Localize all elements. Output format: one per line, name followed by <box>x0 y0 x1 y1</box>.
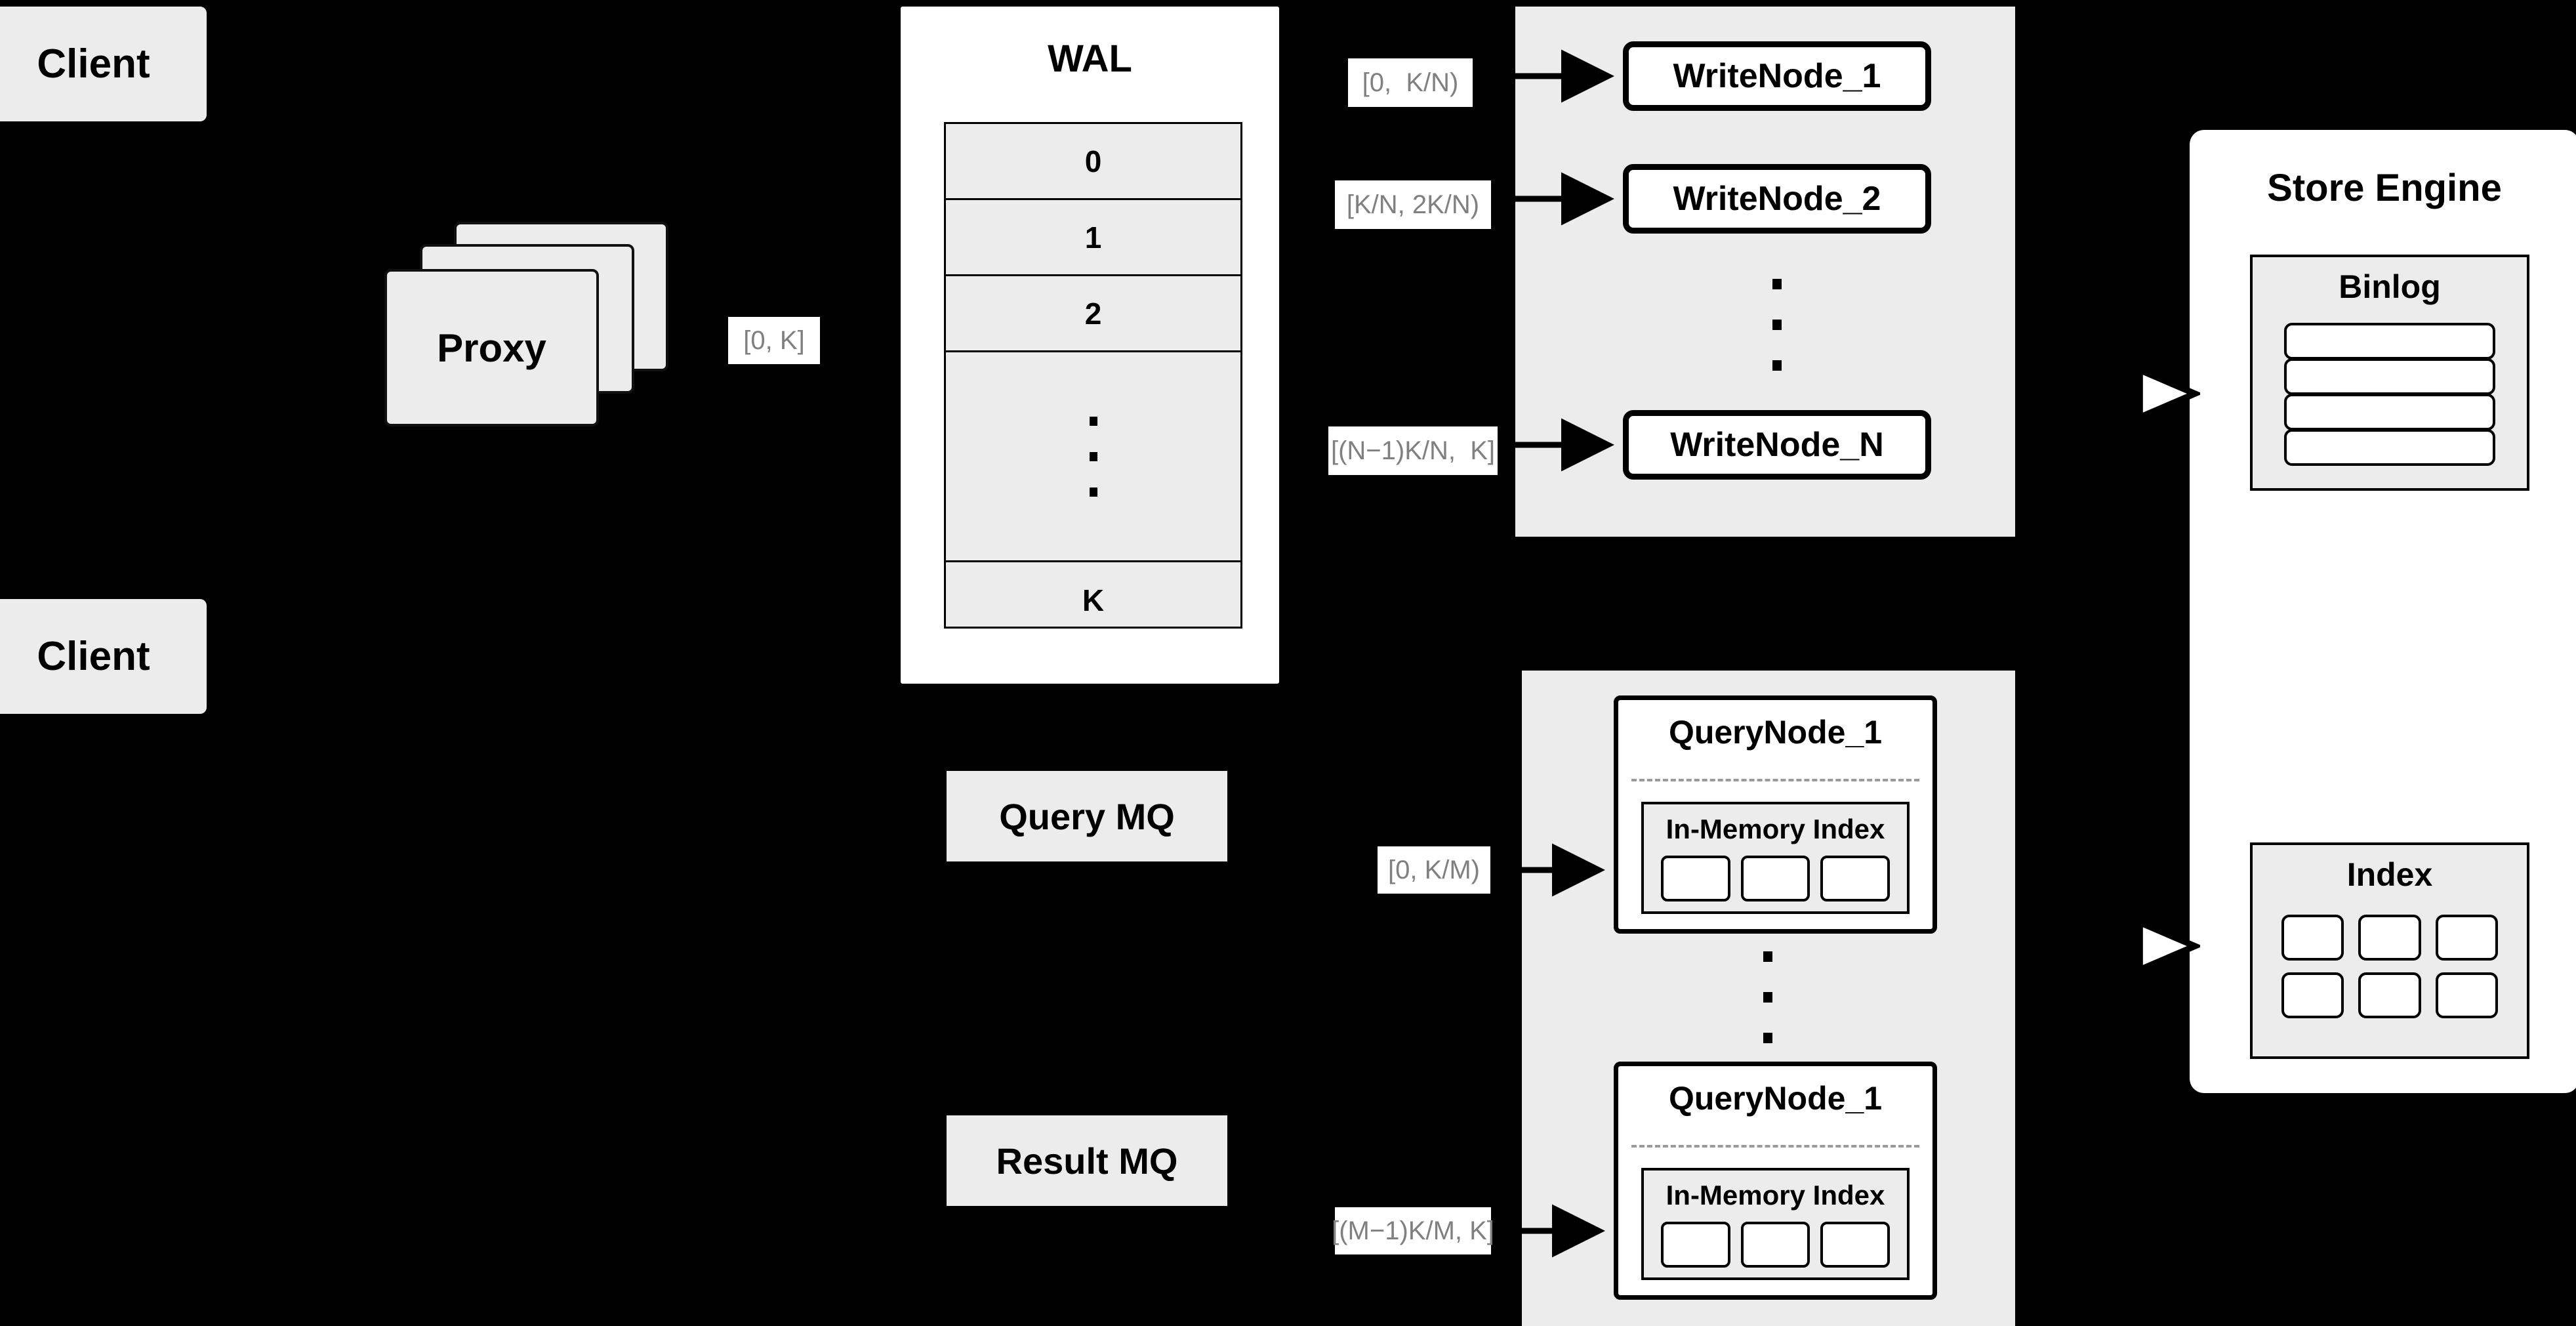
store-engine-panel: Store Engine Binlog Index <box>2190 130 2576 1093</box>
client-label-1: Client <box>37 41 150 87</box>
binlog-row <box>2284 394 2495 430</box>
write-node-n-range-label: [(N−1)K/N, K] <box>1328 426 1498 475</box>
write-node-n[interactable]: WriteNode_N <box>1623 410 1931 480</box>
proxy-box[interactable]: Proxy <box>384 269 599 426</box>
binlog-row <box>2284 358 2495 395</box>
client-box-2[interactable]: Client <box>0 599 207 714</box>
index-cell <box>2281 915 2344 961</box>
index-cell <box>2435 915 2498 961</box>
index-title: Index <box>2346 856 2433 893</box>
wal-row-0: 0 <box>946 124 1240 200</box>
wal-row-k: K <box>1082 583 1105 617</box>
binlog-rows <box>2284 323 2495 466</box>
index-cell <box>1661 856 1730 901</box>
index-panel: Index <box>2250 842 2529 1059</box>
query-node-2-label: QueryNode_1 <box>1668 1080 1883 1117</box>
query-node-2-divider <box>1631 1145 1919 1148</box>
index-grid <box>2281 915 2498 1018</box>
binlog-panel: Binlog <box>2250 255 2529 491</box>
proxy-range-label: [0, K] <box>728 317 820 364</box>
index-cell <box>1661 1222 1730 1268</box>
wal-panel: WAL 0 1 2 K <box>897 3 1282 687</box>
index-cell <box>1820 856 1890 901</box>
wal-title: WAL <box>1048 37 1132 80</box>
query-node-2-inmemory-index: In-Memory Index <box>1641 1168 1910 1280</box>
write-node-1-range-label: [0, K/N) <box>1348 58 1473 107</box>
index-cell <box>2358 915 2421 961</box>
write-node-n-label: WriteNode_N <box>1670 426 1884 464</box>
wal-row-ellipsis <box>946 352 1240 562</box>
write-node-2[interactable]: WriteNode_2 <box>1623 164 1931 234</box>
query-node-ellipsis <box>1763 951 1772 1043</box>
client-label-2: Client <box>37 634 150 679</box>
index-cell <box>1740 1222 1810 1268</box>
wal-table: 0 1 2 K <box>944 122 1242 629</box>
query-node-1-inmemory-index-title: In-Memory Index <box>1666 814 1885 844</box>
query-node-2[interactable]: QueryNode_1 In-Memory Index <box>1614 1062 1937 1300</box>
proxy-label: Proxy <box>437 325 546 370</box>
write-node-1-label: WriteNode_1 <box>1673 57 1881 95</box>
write-node-1[interactable]: WriteNode_1 <box>1623 41 1931 111</box>
query-node-1[interactable]: QueryNode_1 In-Memory Index <box>1614 695 1937 934</box>
query-mq-label: Query MQ <box>999 795 1175 837</box>
query-mq-box[interactable]: Query MQ <box>947 771 1227 861</box>
write-node-ellipsis <box>1772 279 1782 371</box>
query-node-1-index-cells <box>1661 856 1890 901</box>
client-box-1[interactable]: Client <box>0 7 207 121</box>
binlog-title: Binlog <box>2339 268 2441 305</box>
write-node-2-label: WriteNode_2 <box>1673 180 1881 218</box>
query-node-1-label: QueryNode_1 <box>1668 714 1883 751</box>
result-mq-box[interactable]: Result MQ <box>947 1115 1227 1206</box>
query-node-1-inmemory-index: In-Memory Index <box>1641 802 1910 914</box>
query-node-2-index-cells <box>1661 1222 1890 1268</box>
wal-row-2: 2 <box>946 276 1240 352</box>
index-cell <box>1820 1222 1890 1268</box>
index-cell <box>2358 972 2421 1018</box>
query-node-2-range-label: [(M−1)K/M, K] <box>1332 1207 1494 1254</box>
query-node-2-inmemory-index-title: In-Memory Index <box>1666 1180 1885 1211</box>
binlog-row <box>2284 429 2495 466</box>
index-cell <box>2435 972 2498 1018</box>
wal-row-1: 1 <box>946 200 1240 276</box>
query-node-1-divider <box>1631 779 1919 781</box>
index-cell <box>2281 972 2344 1018</box>
store-engine-title: Store Engine <box>2267 167 2502 209</box>
index-cell <box>1740 856 1810 901</box>
write-node-2-range-label: [K/N, 2K/N) <box>1335 180 1491 229</box>
query-node-1-range-label: [0, K/M) <box>1378 846 1490 894</box>
result-mq-label: Result MQ <box>996 1140 1178 1182</box>
binlog-row <box>2284 323 2495 360</box>
